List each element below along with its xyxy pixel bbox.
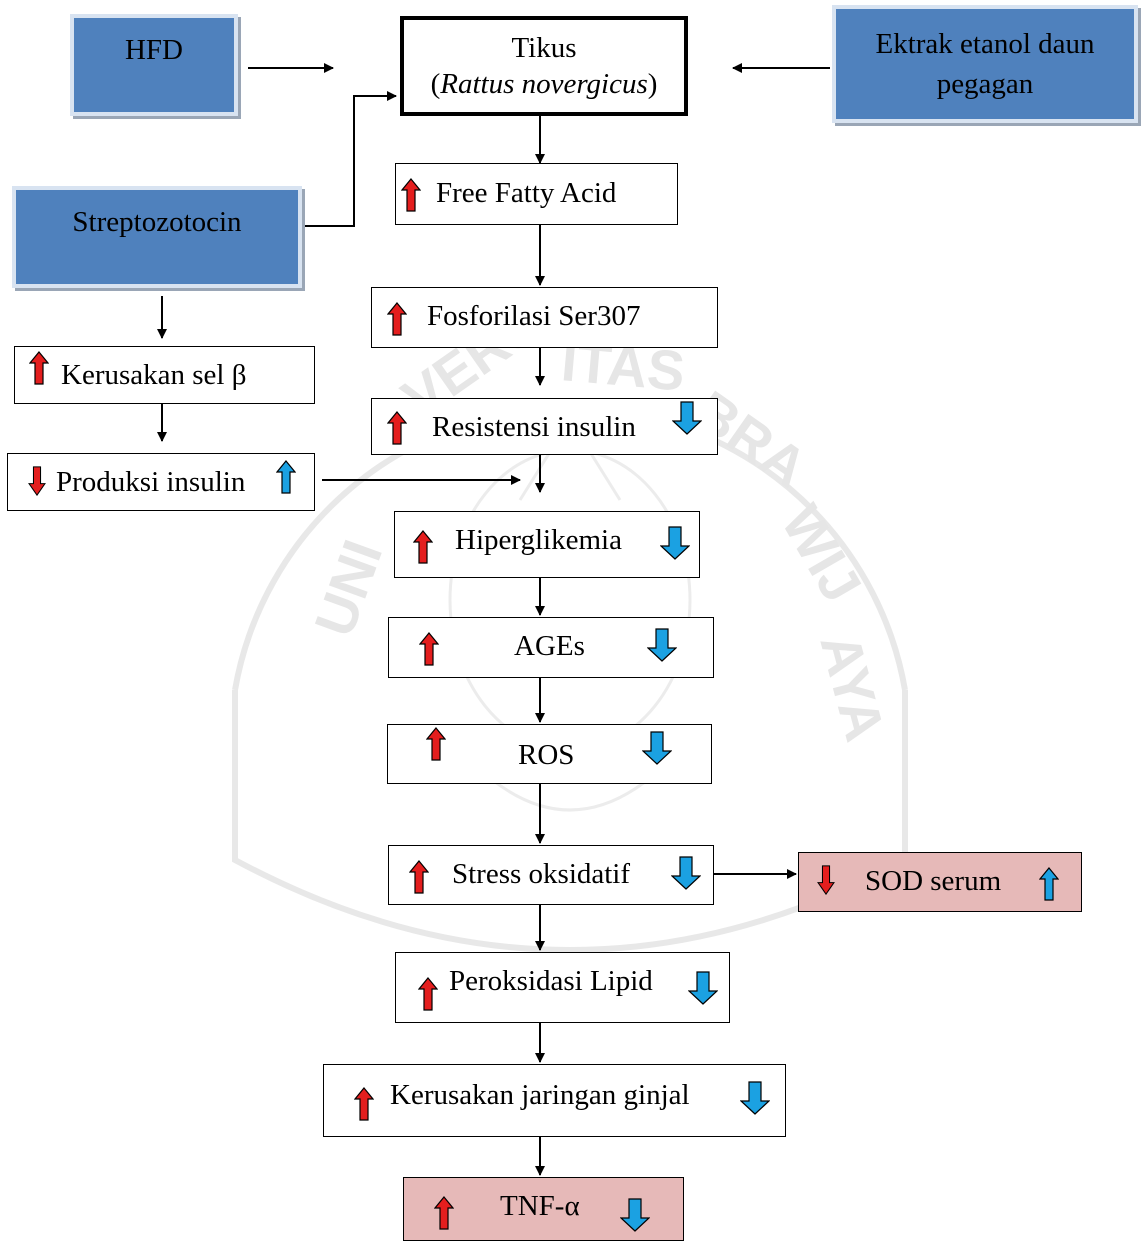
subject-species: (Rattus novergicus) — [430, 68, 658, 100]
streptozotocin-box: Streptozotocin — [12, 186, 302, 288]
tnf-alpha-label: TNF-α — [500, 1190, 580, 1222]
subject-label: Tikus — [511, 32, 577, 64]
red-down-arrow-icon — [815, 865, 837, 895]
blue-down-arrow-icon — [688, 971, 718, 1005]
up-arrow-icon — [409, 860, 429, 894]
node-hiperglikemia: Hiperglikemia — [394, 511, 700, 578]
red-down-arrow-icon — [26, 466, 48, 496]
hiperglikemia-label: Hiperglikemia — [455, 524, 622, 556]
blue-down-arrow-icon — [660, 526, 690, 560]
subject-box: Tikus (Rattus novergicus) — [400, 16, 688, 116]
kerusakan-ginjal-label: Kerusakan jaringan ginjal — [390, 1079, 690, 1111]
node-fosforilasi: Fosforilasi Ser307 — [371, 287, 718, 348]
ages-label: AGEs — [514, 630, 585, 662]
up-arrow-icon — [426, 727, 446, 761]
node-resistensi: Resistensi insulin — [371, 398, 718, 455]
node-ages: AGEs — [388, 617, 714, 678]
extract-box: Ektrak etanol daun pegagan — [832, 5, 1138, 123]
produksi-insulin-label: Produksi insulin — [56, 466, 246, 498]
up-arrow-icon — [401, 178, 421, 212]
streptozotocin-label: Streptozotocin — [72, 206, 242, 238]
fosforilasi-label: Fosforilasi Ser307 — [427, 300, 641, 332]
ros-label: ROS — [518, 739, 575, 771]
node-sod-serum: SOD serum — [798, 852, 1082, 912]
kerusakan-sel-beta-label: Kerusakan sel β — [61, 359, 247, 391]
node-peroksidasi-lipid: Peroksidasi Lipid — [395, 952, 730, 1023]
blue-up-arrow-icon — [1039, 867, 1059, 901]
resistensi-label: Resistensi insulin — [432, 411, 636, 443]
blue-down-arrow-icon — [740, 1081, 770, 1115]
node-kerusakan-sel-beta: Kerusakan sel β — [14, 346, 315, 404]
up-arrow-icon — [434, 1196, 454, 1230]
blue-down-arrow-icon — [620, 1198, 650, 1232]
blue-down-arrow-icon — [671, 856, 701, 890]
sod-serum-label: SOD serum — [865, 865, 1002, 897]
up-arrow-icon — [419, 632, 439, 666]
blue-down-arrow-icon — [672, 401, 702, 435]
blue-down-arrow-icon — [647, 628, 677, 662]
node-tnf-alpha: TNF-α — [403, 1177, 684, 1241]
blue-up-arrow-icon — [276, 460, 296, 494]
up-arrow-icon — [354, 1087, 374, 1121]
node-ros: ROS — [387, 724, 712, 784]
free-fatty-acid-label: Free Fatty Acid — [436, 177, 617, 209]
hfd-box: HFD — [70, 14, 238, 116]
extract-label-line2: pegagan — [936, 68, 1034, 100]
hfd-label: HFD — [124, 34, 183, 66]
blue-down-arrow-icon — [642, 731, 672, 765]
stress-oksidatif-label: Stress oksidatif — [452, 858, 631, 890]
peroksidasi-lipid-label: Peroksidasi Lipid — [449, 965, 653, 997]
up-arrow-icon — [418, 977, 438, 1011]
up-arrow-icon — [413, 530, 433, 564]
extract-label-line1: Ektrak etanol daun — [875, 28, 1095, 60]
up-arrow-icon — [387, 411, 407, 445]
up-arrow-icon — [387, 302, 407, 336]
node-produksi-insulin: Produksi insulin — [7, 453, 315, 511]
up-arrow-icon — [29, 351, 49, 385]
node-stress-oksidatif: Stress oksidatif — [388, 845, 714, 905]
node-kerusakan-ginjal: Kerusakan jaringan ginjal — [323, 1064, 786, 1137]
node-free-fatty-acid: Free Fatty Acid — [395, 163, 678, 225]
